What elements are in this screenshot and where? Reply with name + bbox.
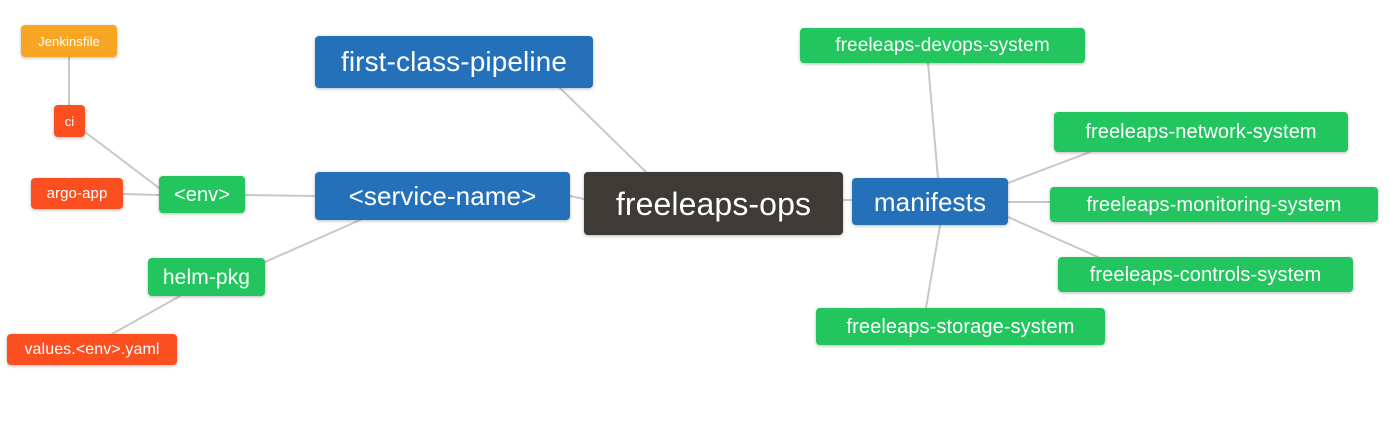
node-values-yaml[interactable]: values.<env>.yaml	[7, 334, 177, 365]
node-label-helm-pkg: helm-pkg	[162, 265, 251, 289]
node-label-storage-system: freeleaps-storage-system	[846, 315, 1075, 338]
node-storage-system[interactable]: freeleaps-storage-system	[816, 308, 1105, 345]
node-label-devops-system: freeleaps-devops-system	[835, 35, 1050, 56]
node-ci[interactable]: ci	[54, 105, 85, 137]
node-devops-system[interactable]: freeleaps-devops-system	[800, 28, 1085, 63]
node-controls-system[interactable]: freeleaps-controls-system	[1058, 257, 1353, 292]
node-env[interactable]: <env>	[159, 176, 245, 213]
node-label-freeleaps-ops: freeleaps-ops	[615, 185, 812, 222]
node-monitoring-system[interactable]: freeleaps-monitoring-system	[1050, 187, 1378, 222]
node-label-argo-app: argo-app	[46, 185, 108, 202]
node-label-first-class-pipeline: first-class-pipeline	[340, 46, 568, 77]
node-label-ci: ci	[64, 113, 75, 129]
node-label-network-system: freeleaps-network-system	[1085, 121, 1317, 143]
node-label-manifests: manifests	[873, 186, 987, 217]
node-label-service-name: <service-name>	[348, 181, 537, 211]
node-manifests[interactable]: manifests	[852, 178, 1008, 225]
node-helm-pkg[interactable]: helm-pkg	[148, 258, 265, 296]
node-label-values-yaml: values.<env>.yaml	[24, 340, 160, 358]
node-service-name[interactable]: <service-name>	[315, 172, 570, 220]
node-argo-app[interactable]: argo-app	[31, 178, 123, 209]
node-label-env: <env>	[173, 183, 231, 206]
node-network-system[interactable]: freeleaps-network-system	[1054, 112, 1348, 152]
node-label-monitoring-system: freeleaps-monitoring-system	[1086, 193, 1342, 216]
node-label-jenkinsfile: Jenkinsfile	[38, 33, 100, 49]
node-label-controls-system: freeleaps-controls-system	[1089, 263, 1322, 286]
node-freeleaps-ops[interactable]: freeleaps-ops	[584, 172, 843, 235]
node-jenkinsfile[interactable]: Jenkinsfile	[21, 25, 117, 57]
node-first-class-pipeline[interactable]: first-class-pipeline	[315, 36, 593, 88]
